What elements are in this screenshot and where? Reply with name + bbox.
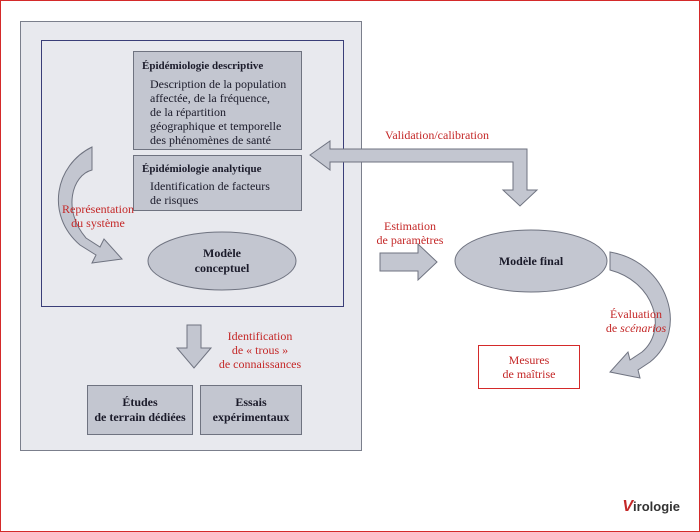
etudes-line: de terrain dédiées [94, 410, 186, 424]
analytique-title: Épidémiologie analytique [142, 163, 262, 175]
validation-arrow [309, 140, 539, 207]
box-mesures-maitrise: Mesures de maîtrise [478, 345, 580, 389]
essais-line: Essais [235, 395, 267, 409]
analytique-line: Identification de facteurs [150, 179, 270, 193]
mesures-line: Mesures [508, 353, 550, 367]
estimation-label: Estimation de paramètres [366, 219, 454, 247]
representation-label: Représentation du système [58, 202, 138, 230]
mesures-line: de maîtrise [502, 367, 556, 381]
identification-line: de « trous » [231, 343, 289, 357]
curved-arrow-representation [57, 146, 124, 264]
evaluation-prefix: de [605, 321, 621, 335]
evaluation-line: de scénarios [596, 321, 676, 335]
modele-conceptuel-label: Modèle conceptuel [160, 246, 284, 276]
analytique-line: de risques [150, 193, 199, 207]
down-arrow-identification [175, 324, 213, 369]
estimation-line: de paramètres [376, 233, 444, 247]
descriptive-line: Description de la population [150, 77, 287, 91]
descriptive-line: affectée, de la fréquence, [150, 91, 271, 105]
virologie-logo: Virologie [622, 498, 680, 516]
evaluation-scenarios: scénarios [620, 321, 667, 335]
descriptive-line: géographique et temporelle [150, 119, 282, 133]
logo-initial: V [622, 498, 634, 515]
identification-line: de connaissances [218, 357, 302, 371]
box-essais-experimentaux: Essais expérimentaux [200, 385, 302, 435]
representation-line: Représentation [62, 202, 134, 216]
essais-line: expérimentaux [212, 410, 290, 424]
validation-label: Validation/calibration [385, 128, 489, 142]
representation-line: du système [71, 216, 125, 230]
logo-text: irologie [633, 499, 680, 514]
evaluation-line: Évaluation [610, 307, 662, 321]
descriptive-line: des phénomènes de santé [150, 133, 271, 147]
analytique-body: Identification de facteurs de risques [150, 179, 295, 207]
ellipse-modele-conceptuel [147, 231, 297, 291]
ellipse-modele-final [454, 229, 608, 293]
identification-line: Identification [227, 329, 293, 343]
box-epidemiologie-descriptive: Épidémiologie descriptive Description de… [133, 51, 302, 150]
modele-conceptuel-line: Modèle [203, 246, 241, 260]
evaluation-label: Évaluation de scénarios [596, 307, 676, 335]
estimation-line: Estimation [384, 219, 436, 233]
descriptive-line: de la répartition [150, 105, 226, 119]
etudes-line: Études [122, 395, 158, 409]
curved-arrow-evaluation [609, 251, 671, 379]
box-epidemiologie-analytique: Épidémiologie analytique Identification … [133, 155, 302, 211]
identification-label: Identification de « trous » de connaissa… [210, 329, 310, 371]
modele-final-label: Modèle final [498, 254, 564, 268]
estimation-arrow [379, 242, 438, 282]
modele-conceptuel-line: conceptuel [194, 261, 250, 275]
descriptive-title: Épidémiologie descriptive [142, 60, 264, 72]
box-etudes-terrain: Études de terrain dédiées [87, 385, 193, 435]
descriptive-body: Description de la population affectée, d… [150, 77, 295, 147]
